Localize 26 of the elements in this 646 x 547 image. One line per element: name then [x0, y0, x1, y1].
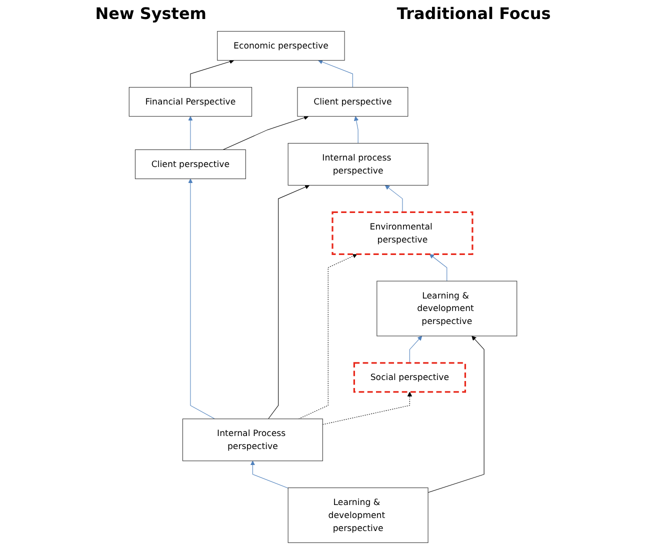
arrow — [428, 336, 484, 493]
node-box: Internal process perspective — [288, 143, 428, 186]
arrow — [298, 254, 358, 420]
column-heading: Traditional Focus — [396, 4, 551, 23]
arrow — [318, 60, 353, 88]
node-box: Client perspective — [297, 87, 408, 117]
arrow — [409, 336, 422, 364]
arrow — [384, 185, 403, 212]
column-heading: New System — [95, 4, 206, 23]
node-box: Learning & development perspective — [376, 280, 518, 336]
arrow — [354, 116, 359, 144]
arrow — [268, 184, 310, 420]
arrow — [188, 116, 193, 150]
node-box: Financial Perspective — [128, 87, 252, 117]
arrow — [222, 115, 309, 150]
node-box: Social perspective — [353, 362, 466, 393]
arrow — [322, 392, 412, 425]
arrow — [429, 254, 448, 282]
node-box: Internal Process perspective — [182, 418, 323, 462]
node-box: Client perspective — [134, 149, 246, 180]
node-box: Environmental perspective — [332, 211, 474, 255]
node-box: Economic perspective — [217, 31, 345, 61]
node-box: Learning & development perspective — [288, 488, 428, 543]
arrow — [188, 178, 216, 420]
arrow — [190, 59, 234, 88]
arrow — [250, 460, 288, 488]
